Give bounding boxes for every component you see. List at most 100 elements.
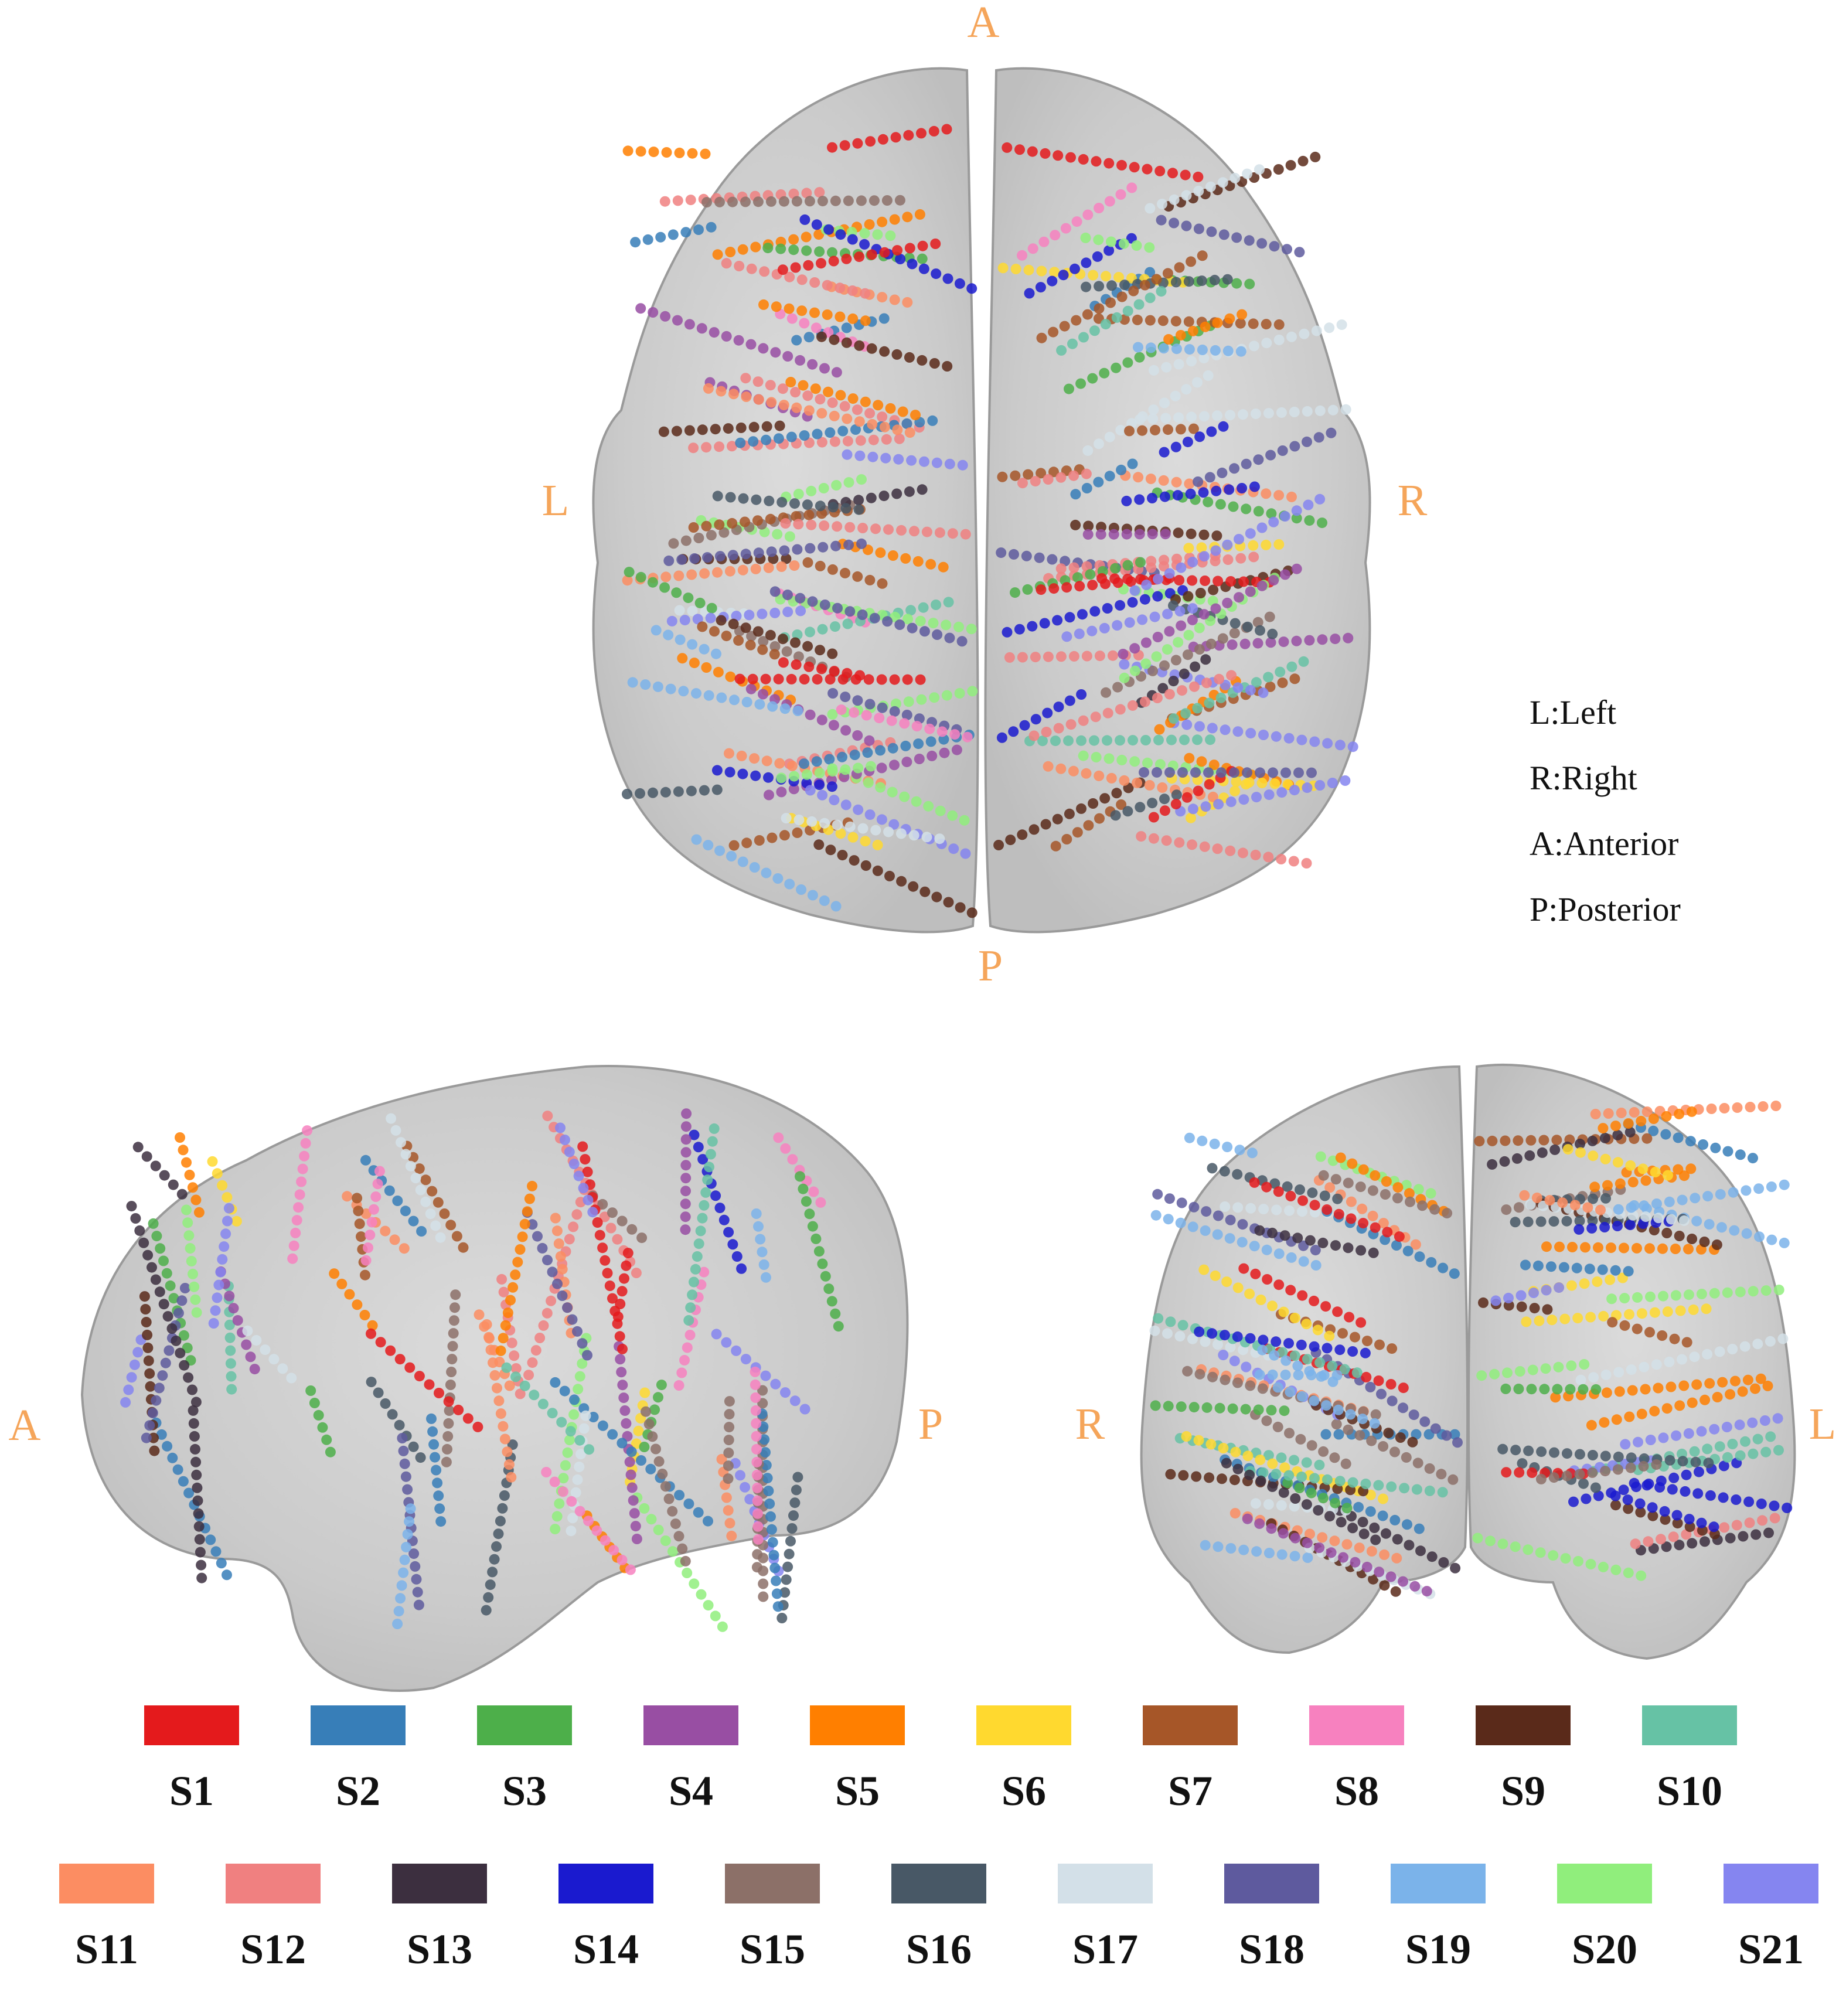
- electrode-contact: [1203, 370, 1214, 381]
- electrode-contact: [374, 1166, 385, 1177]
- electrode-contact: [451, 1231, 462, 1242]
- electrode-contact: [827, 648, 838, 659]
- electrode-contact: [829, 795, 840, 806]
- electrode-contact: [829, 436, 840, 447]
- electrode-contact: [1340, 1458, 1351, 1469]
- electrode-contact: [1091, 752, 1102, 762]
- electrode-contact: [866, 249, 877, 260]
- electrode-contact: [904, 243, 915, 254]
- electrode-contact: [702, 552, 713, 563]
- electrode-contact: [827, 397, 838, 408]
- electrode-contact: [724, 1396, 735, 1407]
- electrode-contact: [1267, 1481, 1278, 1492]
- electrode-contact: [996, 547, 1007, 559]
- electrode-contact: [792, 1472, 803, 1483]
- electrode-contact: [1038, 236, 1050, 247]
- electrode-contact: [1390, 1586, 1401, 1597]
- electrode-contact: [1626, 1364, 1637, 1375]
- electrode-contact: [1668, 1472, 1680, 1483]
- electrode-contact: [1347, 1523, 1358, 1534]
- electrode-contact: [944, 458, 955, 469]
- electrode-contact: [1283, 733, 1295, 744]
- electrode-contact: [1258, 1467, 1269, 1478]
- electrode-contact: [1404, 1540, 1415, 1551]
- electrode-contact: [714, 551, 726, 562]
- electrode-contact: [627, 677, 638, 688]
- electrode-contact: [1671, 1430, 1682, 1441]
- electrode-contact: [1169, 194, 1180, 205]
- electrode-contact: [737, 564, 748, 575]
- electrode-contact: [699, 1200, 710, 1211]
- electrode-contact: [788, 1510, 799, 1521]
- electrode-contact: [1666, 1214, 1677, 1225]
- electrode-contact: [404, 1362, 415, 1373]
- legend-label-s9: S9: [1500, 1768, 1546, 1814]
- electrode-contact: [481, 1605, 492, 1616]
- electrode-contact: [813, 1246, 825, 1257]
- electrode-contact: [1094, 438, 1104, 449]
- electrode-contact: [1198, 609, 1210, 620]
- electrode-contact: [1532, 1260, 1544, 1271]
- electrode-contact: [1412, 1457, 1423, 1469]
- electrode-contact: [1234, 592, 1244, 603]
- electrode-contact: [510, 1363, 522, 1374]
- electrode-contact: [1640, 1175, 1651, 1186]
- electrode-contact: [966, 283, 978, 294]
- electrode-contact: [687, 605, 698, 617]
- electrode-contact: [752, 626, 764, 637]
- electrode-contact: [1059, 321, 1070, 332]
- electrode-contact: [446, 1367, 457, 1377]
- electrode-contact: [1324, 322, 1335, 333]
- electrode-contact: [1399, 1483, 1410, 1494]
- electrode-contact: [156, 1429, 167, 1440]
- electrode-contact: [1189, 681, 1200, 692]
- electrode-contact: [215, 1266, 226, 1278]
- electrode-contact: [1699, 1536, 1710, 1547]
- electrode-contact: [740, 1354, 751, 1365]
- electrode-contact: [1128, 735, 1138, 746]
- electrode-contact: [562, 1302, 573, 1313]
- legend-swatch-s21: [1724, 1864, 1818, 1903]
- electrode-contact: [691, 688, 701, 699]
- electrode-contact: [1600, 1369, 1612, 1380]
- electrode-contact: [1150, 1210, 1162, 1221]
- electrode-contact: [1166, 734, 1177, 745]
- electrode-contact: [917, 355, 928, 366]
- electrode-contact: [1181, 190, 1192, 201]
- electrode-contact: [1162, 644, 1173, 655]
- electrode-contact: [1053, 723, 1064, 734]
- electrode-contact: [1229, 785, 1241, 796]
- electrode-contact: [693, 224, 704, 235]
- electrode-contact: [1064, 612, 1075, 623]
- electrode-contact: [1002, 142, 1013, 153]
- electrode-contact: [780, 518, 791, 529]
- electrode-contact: [1285, 1387, 1296, 1398]
- electrode-contact: [1301, 1457, 1312, 1468]
- electrode-contact: [1193, 223, 1204, 234]
- electrode-contact: [380, 1225, 391, 1237]
- electrode-contact: [1392, 1534, 1403, 1545]
- electrode-contact: [1574, 1449, 1585, 1460]
- electrode-contact: [777, 383, 788, 394]
- electrode-contact: [489, 1554, 500, 1565]
- electrode-contact: [1152, 1189, 1163, 1200]
- electrode-contact: [1242, 767, 1252, 778]
- electrode-contact: [1283, 1338, 1294, 1349]
- electrode-contact: [677, 1543, 688, 1554]
- electrode-contact: [1650, 1167, 1661, 1177]
- electrode-contact: [1297, 1195, 1308, 1206]
- electrode-contact: [750, 1366, 761, 1377]
- electrode-contact: [1196, 542, 1207, 553]
- electrode-contact: [496, 1273, 508, 1285]
- electrode-contact: [1077, 609, 1088, 620]
- electrode-contact: [1126, 182, 1137, 193]
- electrode-contact: [1111, 362, 1122, 373]
- electrode-contact: [541, 1307, 553, 1319]
- electrode-contact: [1170, 655, 1181, 666]
- electrode-contact: [721, 258, 732, 269]
- electrode-contact: [773, 433, 784, 444]
- electrode-contact: [1640, 1211, 1651, 1222]
- electrode-contact: [1599, 1132, 1610, 1143]
- electrode-contact: [1171, 553, 1182, 564]
- electrode-contact: [1627, 1177, 1639, 1188]
